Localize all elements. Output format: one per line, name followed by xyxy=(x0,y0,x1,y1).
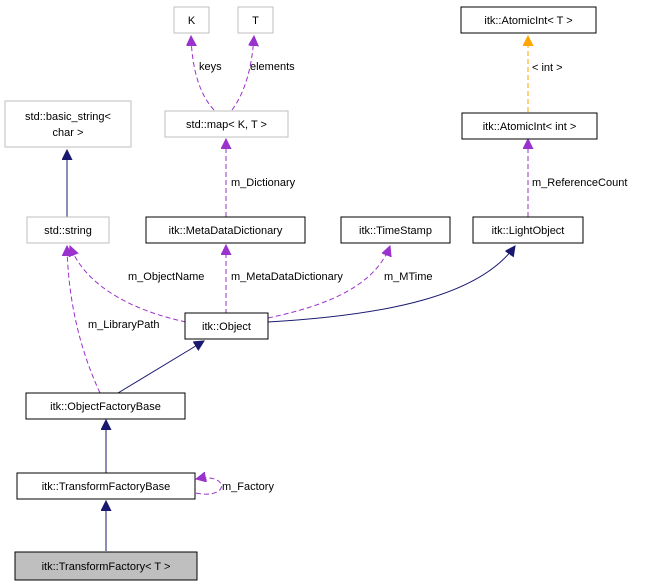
node-object-factory-base-label: itk::ObjectFactoryBase xyxy=(50,401,161,413)
edge-elements xyxy=(231,36,254,111)
node-t-label: T xyxy=(252,15,259,27)
node-std-string-label: std::string xyxy=(44,225,92,237)
node-atomic-int-int-label: itk::AtomicInt< int > xyxy=(483,121,577,133)
node-basic-string[interactable]: std::basic_string< char > xyxy=(4,100,132,148)
edge-label-m-library-path: m_LibraryPath xyxy=(88,319,160,331)
node-object-factory-base[interactable]: itk::ObjectFactoryBase xyxy=(25,392,186,420)
edge-object-factory-base-inherits-object xyxy=(117,341,204,394)
edge-object-inherits-light-object xyxy=(267,246,515,323)
node-k[interactable]: K xyxy=(173,6,210,34)
node-metadata-dictionary[interactable]: itk::MetaDataDictionary xyxy=(145,216,306,244)
edge-keys xyxy=(191,36,215,111)
edge-m-factory xyxy=(196,478,222,495)
edge-m-library-path xyxy=(67,246,101,394)
node-light-object-label: itk::LightObject xyxy=(492,225,565,237)
node-atomic-int-int[interactable]: itk::AtomicInt< int > xyxy=(461,112,598,140)
edge-label-m-object-name: m_ObjectName xyxy=(128,271,204,283)
node-atomic-int-t[interactable]: itk::AtomicInt< T > xyxy=(460,6,597,34)
node-metadata-dictionary-label: itk::MetaDataDictionary xyxy=(169,225,283,237)
node-t[interactable]: T xyxy=(237,6,274,34)
edge-m-mtime xyxy=(267,246,390,319)
node-timestamp-label: itk::TimeStamp xyxy=(359,225,432,237)
node-transform-factory-base-label: itk::TransformFactoryBase xyxy=(42,481,171,493)
edge-label-m-dictionary: m_Dictionary xyxy=(231,177,296,189)
edge-label-template-int: < int > xyxy=(532,62,563,74)
node-transform-factory[interactable]: itk::TransformFactory< T > xyxy=(14,551,198,581)
node-object[interactable]: itk::Object xyxy=(184,312,269,340)
node-basic-string-label-line1: std::basic_string< xyxy=(25,111,111,123)
node-k-label: K xyxy=(188,15,196,27)
node-object-label: itk::Object xyxy=(202,321,251,333)
edge-label-m-factory: m_Factory xyxy=(222,481,274,493)
edge-label-m-metadata-dictionary: m_MetaDataDictionary xyxy=(231,271,343,283)
edge-label-m-mtime: m_MTime xyxy=(384,271,432,283)
node-std-map[interactable]: std::map< K, T > xyxy=(164,110,289,138)
node-basic-string-label-line2: char > xyxy=(53,127,84,139)
node-light-object[interactable]: itk::LightObject xyxy=(472,216,584,244)
node-transform-factory-base[interactable]: itk::TransformFactoryBase xyxy=(16,472,196,500)
edge-label-m-reference-count: m_ReferenceCount xyxy=(532,177,627,189)
node-std-map-label: std::map< K, T > xyxy=(186,119,267,131)
node-atomic-int-t-label: itk::AtomicInt< T > xyxy=(484,15,572,27)
node-timestamp[interactable]: itk::TimeStamp xyxy=(340,216,451,244)
edge-label-keys: keys xyxy=(199,61,222,73)
edge-label-elements: elements xyxy=(250,61,295,73)
edge-m-object-name xyxy=(70,246,187,323)
node-std-string[interactable]: std::string xyxy=(26,216,110,244)
node-transform-factory-label: itk::TransformFactory< T > xyxy=(42,561,171,573)
